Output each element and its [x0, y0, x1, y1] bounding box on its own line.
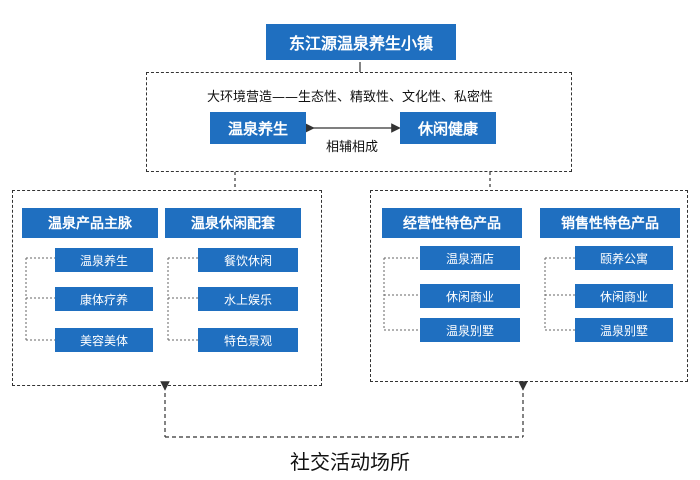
right-col1-header: 经营性特色产品	[382, 208, 522, 238]
list-item: 康体疗养	[55, 287, 153, 311]
left-col2-header: 温泉休闲配套	[165, 208, 301, 238]
hot-spring-health-box: 温泉养生	[210, 112, 306, 144]
list-item: 水上娱乐	[198, 287, 298, 311]
list-item: 颐养公寓	[575, 246, 673, 270]
right-col2-header: 销售性特色产品	[540, 208, 680, 238]
left-group-frame	[12, 190, 322, 386]
link-label: 相辅相成	[326, 140, 379, 155]
list-item: 温泉别墅	[420, 318, 520, 342]
list-item: 温泉酒店	[420, 246, 520, 270]
list-item: 特色景观	[198, 328, 298, 352]
footer-label: 社交活动场所	[290, 450, 410, 474]
list-item: 休闲商业	[420, 284, 520, 308]
environment-frame	[146, 72, 572, 172]
right-group-frame	[370, 190, 688, 382]
list-item: 温泉别墅	[575, 318, 673, 342]
list-item: 美容美体	[55, 328, 153, 352]
list-item: 温泉养生	[55, 248, 153, 272]
tagline: 大环境营造——生态性、精致性、文化性、私密性	[206, 90, 493, 105]
title-box: 东江源温泉养生小镇	[266, 24, 456, 60]
list-item: 休闲商业	[575, 284, 673, 308]
list-item: 餐饮休闲	[198, 248, 298, 272]
left-col1-header: 温泉产品主脉	[22, 208, 158, 238]
title-text: 东江源温泉养生小镇	[288, 34, 433, 53]
leisure-health-box: 休闲健康	[400, 112, 496, 144]
